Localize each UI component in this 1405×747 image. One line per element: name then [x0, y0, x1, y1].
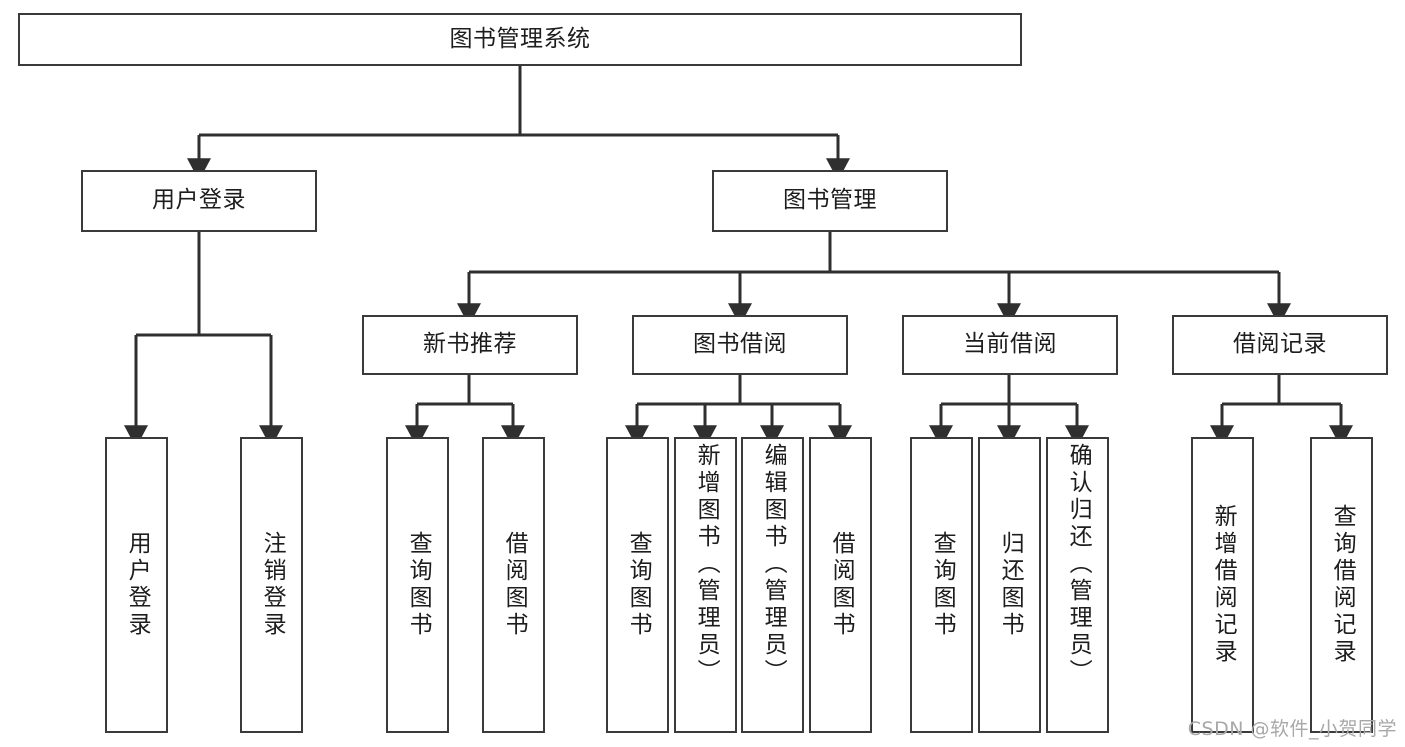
node-leaf-borrow-book-recommend[interactable]: 借阅图书: [482, 437, 545, 733]
node-leaf-user-login[interactable]: 用户登录: [105, 437, 168, 733]
node-borrow-record-label: 借阅记录: [1233, 331, 1327, 358]
node-leaf-confirm-return-label: 确认归还（管理员）: [1065, 443, 1092, 686]
node-borrow-record[interactable]: 借阅记录: [1172, 315, 1388, 375]
node-book-manage[interactable]: 图书管理: [712, 170, 948, 232]
node-leaf-add-borrow-record-label: 新增借阅记录: [1210, 504, 1237, 666]
node-leaf-query-book-recommend[interactable]: 查询图书: [386, 437, 449, 733]
node-leaf-user-login-label: 用户登录: [124, 531, 151, 639]
node-new-book-recommend-label: 新书推荐: [423, 331, 517, 358]
node-leaf-edit-book[interactable]: 编辑图书（管理员）: [741, 437, 804, 733]
node-leaf-confirm-return[interactable]: 确认归还（管理员）: [1046, 437, 1109, 733]
node-leaf-add-book[interactable]: 新增图书（管理员）: [674, 437, 737, 733]
node-book-manage-label: 图书管理: [783, 187, 877, 214]
node-leaf-logout-label: 注销登录: [259, 531, 286, 639]
node-current-borrow[interactable]: 当前借阅: [902, 315, 1118, 375]
node-root-system-label: 图书管理系统: [449, 25, 591, 52]
node-user-login-label: 用户登录: [152, 187, 246, 214]
node-leaf-query-book-current[interactable]: 查询图书: [910, 437, 973, 733]
node-new-book-recommend[interactable]: 新书推荐: [362, 315, 578, 375]
node-leaf-add-borrow-record[interactable]: 新增借阅记录: [1191, 437, 1254, 733]
node-current-borrow-label: 当前借阅: [963, 331, 1057, 358]
node-leaf-query-book-recommend-label: 查询图书: [405, 531, 432, 639]
node-leaf-query-borrow-record-label: 查询借阅记录: [1329, 504, 1356, 666]
node-leaf-add-book-label: 新增图书（管理员）: [693, 443, 720, 686]
node-leaf-query-book-borrow[interactable]: 查询图书: [606, 437, 669, 733]
csdn-watermark: CSDN @软件_小贺同学: [1187, 718, 1397, 740]
node-leaf-borrow-book-recommend-label: 借阅图书: [501, 531, 528, 639]
node-book-borrow-label: 图书借阅: [693, 331, 787, 358]
node-leaf-return-book-label: 归还图书: [997, 531, 1024, 639]
node-book-borrow[interactable]: 图书借阅: [632, 315, 848, 375]
node-leaf-borrow-book-label: 借阅图书: [828, 531, 855, 639]
node-leaf-borrow-book[interactable]: 借阅图书: [809, 437, 872, 733]
node-root-system[interactable]: 图书管理系统: [18, 13, 1022, 66]
node-leaf-query-book-borrow-label: 查询图书: [625, 531, 652, 639]
node-leaf-query-book-current-label: 查询图书: [929, 531, 956, 639]
node-leaf-return-book[interactable]: 归还图书: [978, 437, 1041, 733]
node-user-login[interactable]: 用户登录: [81, 170, 317, 232]
node-leaf-edit-book-label: 编辑图书（管理员）: [760, 443, 787, 686]
node-leaf-query-borrow-record[interactable]: 查询借阅记录: [1310, 437, 1373, 733]
node-leaf-logout[interactable]: 注销登录: [240, 437, 303, 733]
